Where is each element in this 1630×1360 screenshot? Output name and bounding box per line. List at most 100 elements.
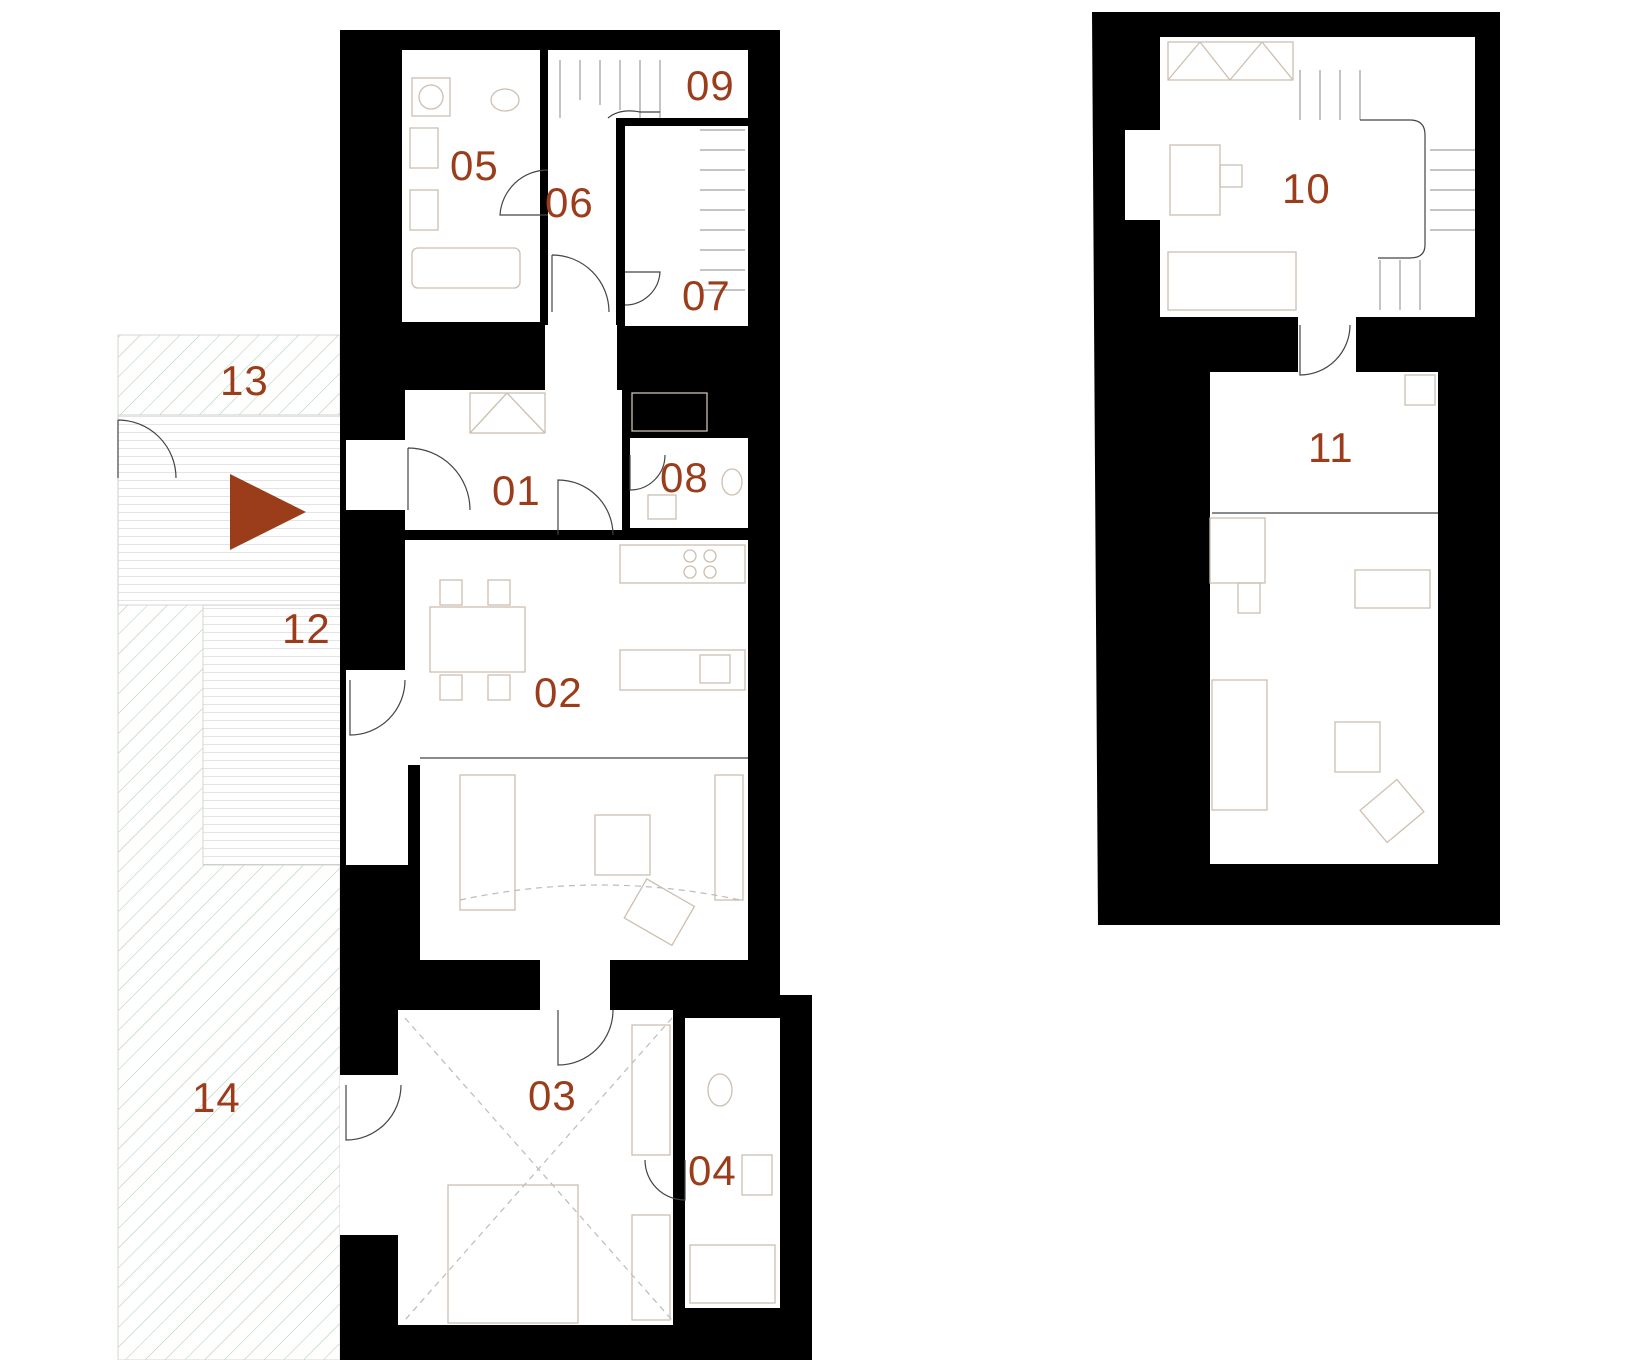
chair-3 — [439, 674, 463, 701]
passage-03 — [540, 960, 610, 1010]
kitchen-counter — [619, 544, 746, 584]
room-10-window — [1125, 130, 1165, 220]
shelf-08 — [631, 392, 708, 432]
room-10-floor — [1160, 37, 1475, 317]
room-01-floor — [405, 390, 622, 530]
room-label-13: 13 — [220, 357, 269, 404]
wardrobe-03 — [631, 1024, 671, 1156]
room-02-entry — [346, 670, 408, 865]
wardrobe-10-diagonal-c — [1229, 41, 1263, 81]
room-label-01: 01 — [492, 467, 541, 514]
chair-2 — [487, 579, 511, 606]
room-label-08: 08 — [660, 454, 709, 501]
hob-3 — [683, 565, 697, 579]
wardrobe-01-diagonal-b — [506, 392, 546, 434]
room-label-02: 02 — [534, 669, 583, 716]
shelf-11 — [1404, 374, 1436, 406]
washing-machine-drum — [418, 84, 444, 110]
room-label-10: 10 — [1282, 165, 1331, 212]
stairs-10 — [1299, 70, 1475, 310]
room-label-14: 14 — [192, 1074, 241, 1121]
sofa-11 — [1211, 679, 1268, 811]
sink-02 — [699, 654, 731, 684]
door-06-05 — [499, 169, 549, 216]
room-02-lounge — [420, 760, 748, 960]
door-07 — [624, 271, 661, 306]
ground-floor-furniture — [404, 60, 776, 1324]
sink-1 — [409, 127, 439, 169]
room-label-06: 06 — [545, 179, 594, 226]
room-07-floor — [625, 126, 748, 326]
deck-12-lower — [202, 604, 347, 866]
coffee-table-11 — [1334, 721, 1381, 773]
upper-floor-furniture — [1167, 41, 1475, 844]
room-labels: 01 02 03 04 05 06 07 08 09 10 11 12 13 1… — [192, 62, 1354, 1194]
wardrobe-10-diagonal-b — [1199, 41, 1231, 81]
sink-08 — [647, 494, 677, 520]
kitchen-island — [619, 649, 746, 691]
passage-10-11 — [1298, 315, 1356, 375]
bed — [447, 1184, 579, 1324]
stair-handrail — [607, 110, 660, 119]
room-11-alcove — [1375, 37, 1475, 57]
dining-table — [429, 606, 526, 673]
armchair — [623, 878, 696, 947]
room-label-12: 12 — [282, 605, 331, 652]
upper-floor — [1092, 12, 1500, 925]
door-03-terrace — [345, 1084, 402, 1141]
room-label-11: 11 — [1308, 424, 1354, 471]
toilet-04 — [707, 1073, 733, 1107]
door-08 — [629, 454, 666, 491]
washing-machine — [411, 77, 451, 117]
room-11-floor — [1210, 372, 1438, 864]
door-01-entrance — [407, 447, 471, 511]
room-08-floor — [630, 438, 748, 528]
door-06-corridor — [551, 254, 610, 313]
stair-handrail-10 — [1360, 119, 1426, 259]
terrace-gate — [117, 419, 177, 479]
nightstand — [631, 1214, 671, 1321]
hob-1 — [683, 549, 697, 563]
hob-2 — [703, 549, 717, 563]
room-label-09: 09 — [686, 62, 735, 109]
bed-10 — [1167, 251, 1297, 311]
entrance-arrow-icon — [230, 474, 306, 550]
tv-unit — [714, 774, 744, 901]
stairs-07 — [700, 129, 745, 291]
toilet-05 — [490, 88, 520, 112]
armchair-11 — [1359, 778, 1425, 844]
terrace-13 — [117, 334, 341, 416]
room-label-05: 05 — [450, 142, 499, 189]
shower-04 — [689, 1244, 776, 1304]
hob-4 — [703, 565, 717, 579]
room-02-floor — [405, 540, 748, 765]
door-04 — [644, 1159, 686, 1201]
ground-floor-doors — [345, 169, 686, 1201]
room-04-floor — [685, 1018, 780, 1308]
wardrobe-10-diagonal-d — [1261, 41, 1294, 81]
chair-4 — [487, 674, 511, 701]
sink-04 — [741, 1154, 773, 1196]
vault-02 — [459, 884, 741, 901]
door-02 — [557, 479, 614, 536]
room-03-window — [340, 1075, 400, 1235]
room-label-03: 03 — [528, 1072, 577, 1119]
room-label-04: 04 — [688, 1147, 737, 1194]
stairs-09 — [559, 60, 661, 118]
counter-11 — [1354, 569, 1431, 609]
chair-11 — [1237, 582, 1261, 614]
toilet-08 — [721, 468, 743, 496]
room-06-floor — [548, 118, 616, 328]
room-label-07: 07 — [682, 272, 731, 319]
coffee-table — [594, 814, 651, 876]
sofa — [459, 774, 516, 911]
wardrobe-10-diagonal-a — [1167, 41, 1201, 81]
vault-03 — [404, 1017, 673, 1321]
door-03 — [557, 1009, 614, 1066]
room-09-floor — [548, 50, 748, 118]
door-10-11 — [1299, 324, 1351, 376]
chair-1 — [439, 579, 463, 606]
door-02-terrace — [349, 679, 406, 736]
wardrobe-01-diagonal-a — [469, 392, 508, 434]
